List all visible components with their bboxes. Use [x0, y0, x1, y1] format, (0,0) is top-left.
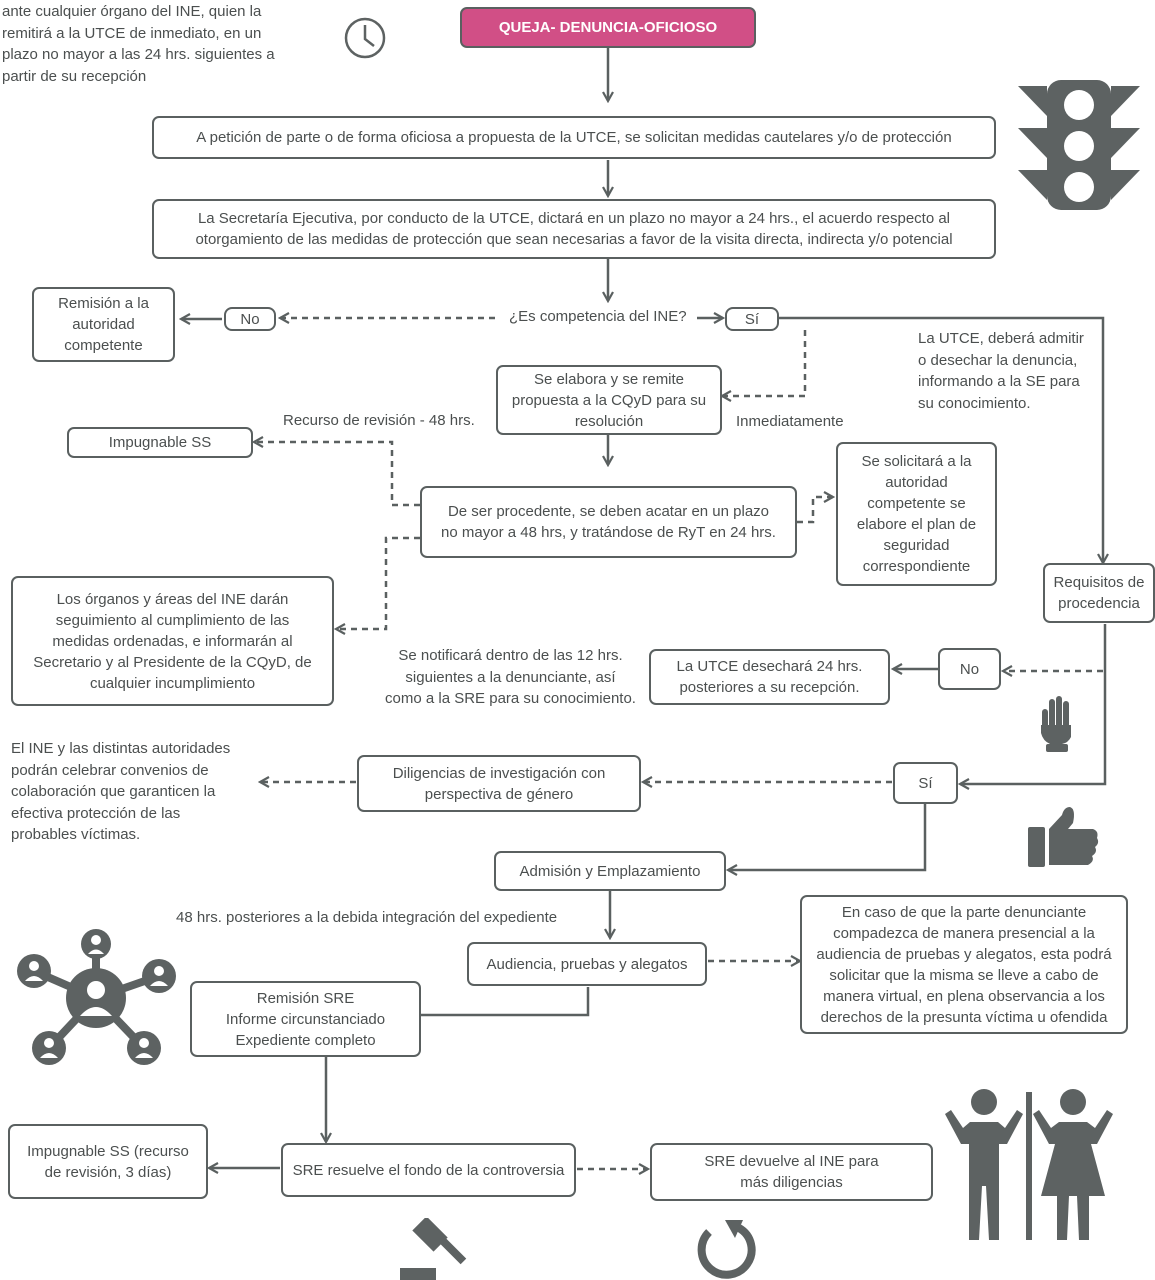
- traffic-light-icon: [1018, 80, 1140, 210]
- competencia-question: ¿Es competencia del INE?: [509, 308, 687, 325]
- refresh-icon: [697, 1220, 756, 1279]
- sre-resuelve-box: SRE resuelve el fondo de la controversia: [281, 1143, 576, 1197]
- diligencias-box: Diligencias de investigación con perspec…: [357, 755, 641, 812]
- sre-devuelve-box: SRE devuelve al INE para más diligencias: [650, 1143, 933, 1201]
- admision-box: Admisión y Emplazamiento: [494, 851, 726, 891]
- requisitos-box: Requisitos de procedencia: [1043, 563, 1155, 623]
- integracion-label: 48 hrs. posteriores a la debida integrac…: [176, 909, 558, 926]
- utce-desechara-box: La UTCE desechará 24 hrs. posteriores a …: [649, 649, 890, 705]
- si-box-1: Sí: [725, 307, 779, 331]
- inmediatamente-label: Inmediatamente: [736, 413, 844, 430]
- si-box-2: Sí: [893, 762, 958, 804]
- clock-icon: [344, 17, 386, 59]
- remision-autoridad-box: Remisión a la autoridad competente: [32, 287, 175, 362]
- impugnable-recurso-box: Impugnable SS (recurso de revisión, 3 dí…: [8, 1124, 208, 1199]
- propuesta-cqyd-box: Se elabora y se remite propuesta a la CQ…: [496, 365, 722, 435]
- title-box: QUEJA- DENUNCIA-OFICIOSO: [460, 7, 756, 48]
- utce-admitir-note: La UTCE, deberá admitir o desechar la de…: [918, 330, 1084, 412]
- no-box-1: No: [224, 307, 276, 331]
- gavel-icon: [400, 1218, 467, 1280]
- convenios-note: El INE y las distintas autoridades podrá…: [11, 740, 231, 843]
- thumbs-up-icon: [1028, 807, 1099, 867]
- notificara-note: Se notificará dentro de las 12 hrs. sigu…: [385, 647, 636, 707]
- network-people-icon: [17, 929, 176, 1065]
- no-box-2: No: [938, 648, 1001, 690]
- audiencia-box: Audiencia, pruebas y alegatos: [467, 942, 707, 986]
- man-woman-icon: [945, 1089, 1113, 1240]
- recurso-revision-label: Recurso de revisión - 48 hrs.: [283, 412, 475, 429]
- medidas-cautelares-box: A petición de parte o de forma oficiosa …: [152, 116, 996, 159]
- intro-note: ante cualquier órgano del INE, quien la …: [2, 3, 275, 85]
- remision-sre-box: Remisión SRE Informe circunstanciado Exp…: [190, 981, 421, 1057]
- secretaria-ejecutiva-box: La Secretaría Ejecutiva, por conducto de…: [152, 199, 996, 259]
- virtual-box: En caso de que la parte denunciante comp…: [800, 895, 1128, 1034]
- organos-areas-box: Los órganos y áreas del INE darán seguim…: [11, 576, 334, 706]
- acatar-box: De ser procedente, se deben acatar en un…: [420, 486, 797, 558]
- impugnable-ss-box: Impugnable SS: [67, 427, 253, 458]
- plan-seguridad-box: Se solicitará a la autoridad competente …: [836, 442, 997, 586]
- stop-hand-icon: [1041, 696, 1071, 752]
